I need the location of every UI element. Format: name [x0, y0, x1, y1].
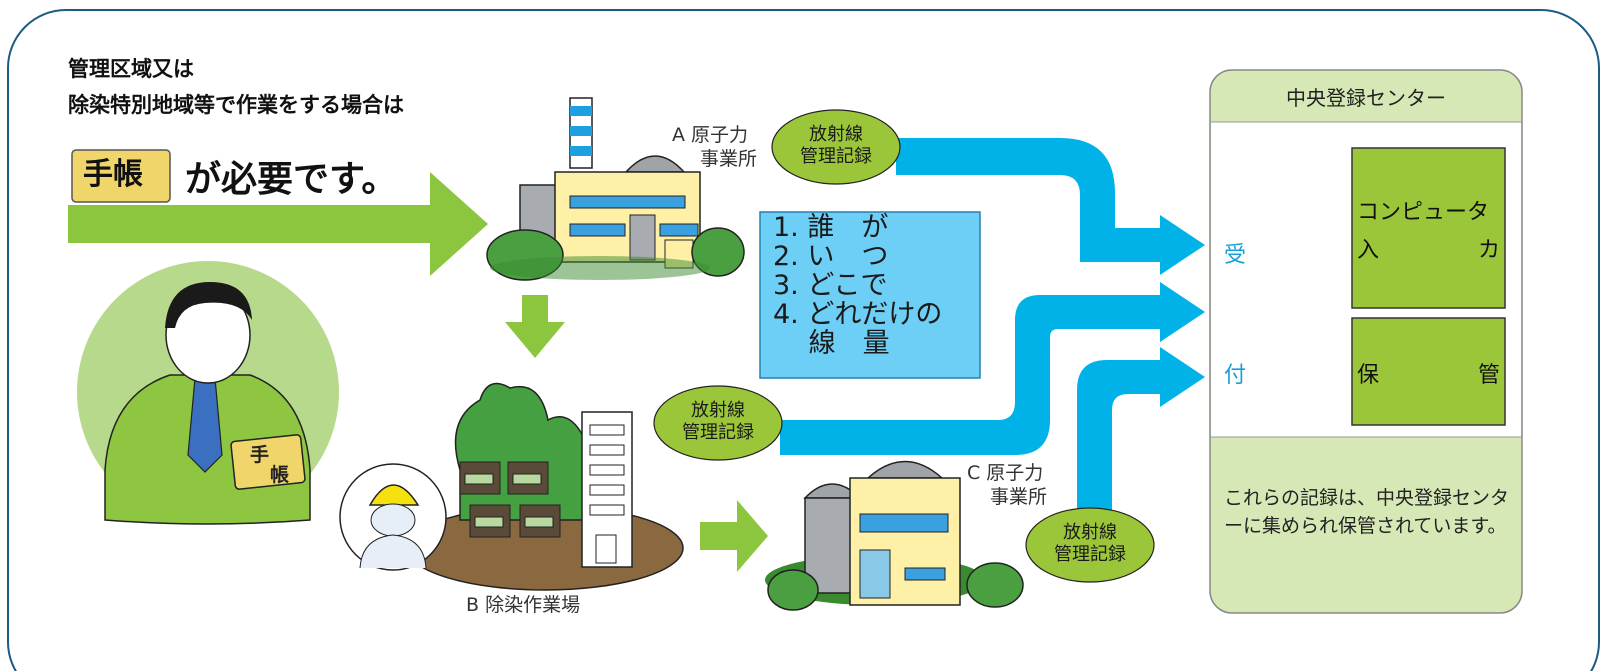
- site-c-label-1: C 原子力: [967, 462, 1044, 484]
- center-note: これらの記録は、中央登録センターに集められ保管されています。: [1224, 487, 1510, 537]
- step-4: 4. どれだけの: [773, 299, 943, 330]
- worker-person: [77, 261, 339, 525]
- header-line-2: 除染特別地域等で作業をする場合は: [68, 93, 404, 117]
- record-badge-a-line2: 管理記録: [800, 146, 872, 167]
- record-badge-a: [771, 109, 901, 185]
- step-3: 3. どこで: [773, 270, 888, 301]
- site-a-label-2: 事業所: [700, 148, 758, 170]
- site-c-label-2: 事業所: [990, 486, 1048, 508]
- record-badge-a-line1: 放射線: [809, 124, 863, 145]
- info-box: [759, 211, 981, 379]
- protective-suit-worker: [339, 463, 447, 571]
- record-badge-b-line1: 放射線: [691, 400, 745, 421]
- header-line-1: 管理区域又は: [68, 57, 194, 81]
- factory-a: [486, 97, 745, 281]
- step-1: 1. 誰 が: [773, 212, 889, 243]
- notebook-card-badge: [71, 149, 171, 203]
- record-badge-b-text: 放射線 管理記録: [672, 400, 764, 444]
- site-b-label: B 除染作業場: [466, 594, 581, 616]
- site-a-label-1: A 原子力: [672, 124, 749, 146]
- notebook-card-label: 手帳: [83, 157, 143, 192]
- record-badge-a-text: 放射線 管理記録: [790, 124, 882, 168]
- computer-label-right: カ: [1478, 238, 1501, 263]
- step-5: 線 量: [773, 328, 890, 359]
- info-box-steps: 1. 誰 が 2. い つ 3. どこで 4. どれだけの 線 量: [773, 213, 978, 373]
- entry-arrow: [68, 172, 488, 276]
- right-arrow-b-to-c: [700, 500, 768, 572]
- center-title: 中央登録センター: [1286, 86, 1446, 110]
- reception-char-2: 付: [1224, 363, 1247, 388]
- headline: が必要です。: [185, 159, 398, 200]
- registration-center-panel: [1209, 69, 1523, 614]
- record-badge-b-line2: 管理記録: [682, 422, 754, 443]
- record-badge-b: [653, 385, 783, 461]
- outer-frame: [7, 9, 1600, 671]
- factory-c: [765, 460, 1024, 611]
- computer-label: コンピュータ: [1357, 200, 1490, 225]
- storage-box: [1351, 317, 1506, 426]
- person-card-char-2: 帳: [270, 464, 290, 486]
- reception-char-1: 受: [1224, 243, 1247, 268]
- record-badge-c: [1025, 507, 1155, 583]
- record-badge-c-text: 放射線 管理記録: [1044, 522, 1136, 566]
- person-card: [230, 434, 306, 490]
- computer-box: [1351, 147, 1506, 309]
- record-badge-c-line1: 放射線: [1063, 522, 1117, 543]
- step-2: 2. い つ: [773, 241, 889, 272]
- storage-label-right: 管: [1478, 363, 1501, 388]
- computer-label-left: 入: [1357, 238, 1380, 263]
- storage-label-left: 保: [1357, 363, 1380, 388]
- record-badge-c-line2: 管理記録: [1054, 544, 1126, 565]
- decontamination-site-b: [406, 382, 684, 591]
- person-card-char-1: 手: [250, 444, 270, 466]
- down-arrow-a-to-b: [505, 295, 565, 358]
